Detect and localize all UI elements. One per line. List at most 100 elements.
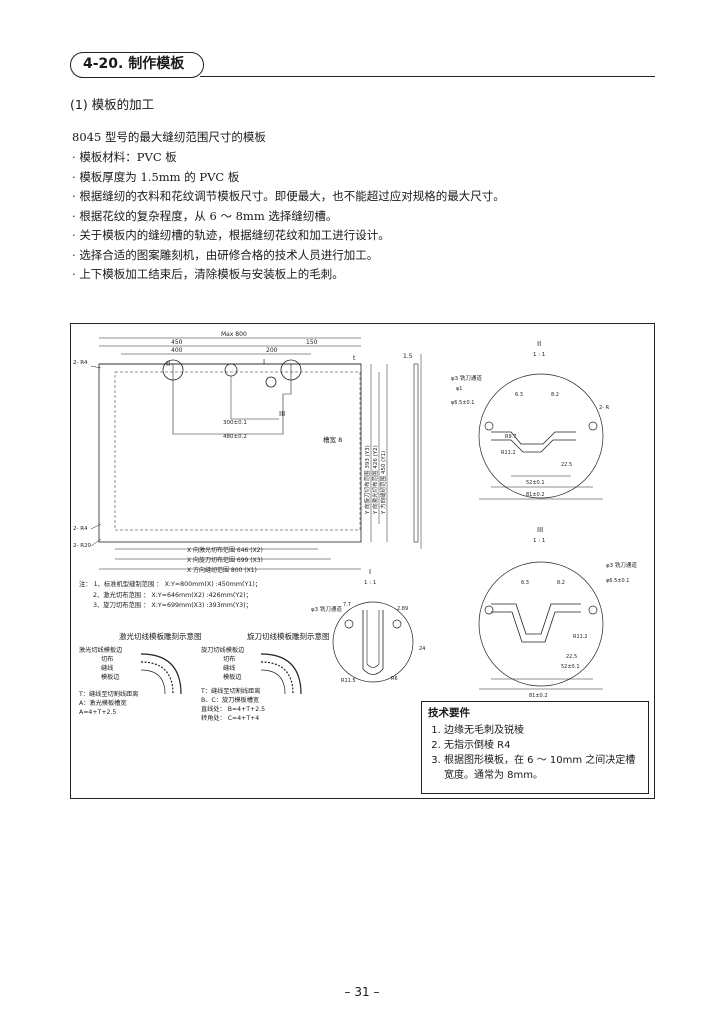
callout-III: III — [279, 410, 285, 418]
template-drawing: Max 800 450 150 400 200 t 1.5 2- R4 2- R… — [70, 323, 655, 799]
bullet-item: 根据缝纫的衣料和花纹调节模板尺寸。即便最大，也不能超过应对规格的最大尺寸。 — [72, 187, 505, 207]
view-I-label: I — [369, 568, 371, 576]
groove-label: 槽宽 8 — [323, 435, 342, 444]
dim-t: t — [353, 355, 356, 362]
bullet-item: 选择合适的图案雕刻机，由研修合格的技术人员进行加工。 — [72, 246, 505, 266]
note-line: 2、激光切布范围 ： X:Y=646mm(X2) :426mm(Y2)； — [93, 591, 252, 599]
view-II-r112: R11.2 — [501, 450, 516, 456]
detail-view-III — [478, 561, 604, 687]
note-line: 3、旋刀切布范围 ： X:Y=699mm(X3) :393mm(Y3)； — [93, 602, 252, 609]
dim-thickness: 1.5 — [403, 353, 413, 360]
view-III-label: III — [537, 526, 543, 534]
bullet-item: 根据花纹的复杂程度，从 6 ～ 8mm 选择缝纫槽。 — [72, 207, 505, 227]
view-I-r6: R6 — [391, 676, 398, 682]
schematic-label: 模板边 — [223, 674, 242, 681]
view-II-d225: 22.5 — [561, 462, 572, 468]
schematic-label: 切布 — [101, 656, 114, 663]
laser-schematic-title: 激光切线模板雕刻示意图 — [119, 632, 202, 641]
view-I-d77: 7.7 — [343, 602, 351, 608]
view-III-d52: 52±0.1 — [561, 664, 580, 670]
dim-max: Max 800 — [221, 331, 247, 338]
dim-r4-bottom: 2- R4 — [73, 526, 88, 532]
section-heading: 4-20. 制作模板 — [70, 52, 204, 78]
x-laser-range: X 向激光切布范围 646 (X2) — [187, 546, 263, 554]
view-III-d81: 81±0.2 — [529, 693, 548, 699]
y-sew-range: Y 方向缝纫范围 450 (Y1) — [379, 451, 387, 515]
dim-300: 300±0.1 — [223, 420, 247, 426]
view-III-d225: 22.5 — [566, 654, 577, 660]
schematic-label: 模板边 — [101, 674, 120, 681]
detail-view-II — [478, 373, 604, 499]
dim-480: 480±0.2 — [223, 434, 247, 440]
laser-schematic — [140, 653, 182, 695]
view-III-phi3: φ3 铣刀通道 — [606, 561, 637, 569]
view-II-phi3: φ3 铣刀通道 — [451, 374, 482, 382]
bullet-item: 上下模板加工结束后，清除模板与安装板上的毛刺。 — [72, 265, 505, 285]
view-II-d82: 8.2 — [551, 392, 559, 398]
drawing-svg: Max 800 450 150 400 200 t 1.5 2- R4 2- R… — [73, 331, 637, 699]
legend-line: 直线处： B=4+T+2.5 — [201, 706, 266, 713]
callout-II: II — [166, 360, 170, 368]
view-II-phi65: φ6.5±0.1 — [451, 400, 474, 406]
template-plate — [98, 363, 362, 543]
view-I-scale: 1 : 1 — [364, 580, 376, 586]
intro-text: 8045 型号的最大缝纫范围尺寸的模板 — [72, 130, 266, 144]
view-II-d52: 52±0.1 — [526, 480, 545, 486]
subsection-title: (1) 模板的加工 — [70, 97, 155, 112]
tech-list: 边缘无毛刺及锐棱 无指示倒棱 R4 根据图形模板，在 6 ～ 10mm 之间决定… — [428, 723, 642, 783]
view-III-d63: 6.3 — [521, 580, 529, 586]
view-I-d24: 24 — [419, 646, 425, 652]
view-III-scale: 1 : 1 — [533, 538, 545, 544]
dim-200: 200 — [266, 347, 278, 354]
view-I-d289: 2.89 — [397, 606, 408, 612]
technical-requirements-box: 技术要件 边缘无毛刺及锐棱 无指示倒棱 R4 根据图形模板，在 6 ～ 10mm… — [421, 701, 649, 794]
tech-item: 无指示倒棱 R4 — [444, 738, 642, 753]
bullet-item: 模板厚度为 1.5mm 的 PVC 板 — [72, 168, 505, 188]
dim-450: 450 — [171, 339, 183, 346]
legend-line: A=4+T+2.5 — [79, 709, 117, 716]
view-II-scale: 1 : 1 — [533, 352, 545, 358]
view-II-phi1: φ1 — [456, 386, 462, 392]
dim-r20: 2- R20 — [73, 543, 92, 549]
view-III-r112: R11.2 — [573, 634, 588, 640]
section-rule — [200, 76, 655, 77]
x-sew-range: X 方向缝纫范围 800 (X1) — [187, 566, 257, 574]
laser-schematic-labels: 激光切线模板边 切布 缝线 模板边 — [79, 646, 122, 682]
legend-line: A：激光模板槽宽 — [79, 700, 127, 707]
callout-I: I — [263, 358, 265, 366]
rotary-schematic-labels: 旋刀切线模板边 切布 缝线 模板边 — [201, 646, 244, 682]
drawing-notes: 注： 1、标准机型缝制范围 ： X:Y=800mm(X) :450mm(Y1)；… — [79, 580, 261, 612]
view-I-phi3: φ3 铣刀通道 — [311, 605, 342, 613]
view-II-r97: R9.7 — [505, 434, 516, 440]
view-II-2r: 2- R — [599, 405, 610, 411]
page-number: – 31 – — [344, 985, 380, 999]
detail-view-I — [332, 601, 414, 683]
legend-line: 转角处： C=4+T+4 — [201, 715, 260, 722]
schematic-label: 缝线 — [223, 665, 236, 672]
view-II-d81: 81±0.2 — [526, 492, 545, 498]
tech-item: 边缘无毛刺及锐棱 — [444, 723, 642, 738]
sew-area-outline — [114, 371, 361, 531]
rotary-schematic-legend: T：缝线至切割线距离 B、C：旋刀模板槽宽 直线处： B=4+T+2.5 转角处… — [201, 687, 265, 723]
view-II-label: II — [537, 340, 541, 348]
schematic-label: 激光切线模板边 — [79, 647, 123, 654]
dim-400: 400 — [171, 347, 183, 354]
laser-schematic-legend: T：缝线至切割线距离 A：激光模板槽宽 A=4+T+2.5 — [79, 690, 138, 717]
legend-line: T：缝线至切割线距离 — [201, 688, 261, 695]
schematic-label: 缝线 — [101, 665, 114, 672]
bullet-item: 模板材料：PVC 板 — [72, 148, 505, 168]
x-rotary-range: X 向旋刀切布范围 699 (X3) — [187, 556, 263, 564]
view-II-d63: 6.3 — [515, 392, 523, 398]
tech-title: 技术要件 — [428, 707, 470, 719]
view-III-phi65: φ6.5±0.1 — [606, 578, 629, 584]
y-laser-range: Y 向激光切布范围 426 (Y2) — [371, 445, 379, 515]
schematic-label: 旋刀切线模板边 — [201, 647, 245, 654]
bullet-list: 模板材料：PVC 板 模板厚度为 1.5mm 的 PVC 板 根据缝纫的衣料和花… — [72, 148, 505, 285]
y-rotary-range: Y 向旋刀切布范围 393 (Y3) — [363, 445, 371, 515]
tech-item: 根据图形模板，在 6 ～ 10mm 之间决定槽宽度。通常为 8mm。 — [444, 753, 642, 783]
view-I-r115: R11.5 — [341, 678, 356, 684]
note-line: 注： 1、标准机型缝制范围 ： X:Y=800mm(X) :450mm(Y1)； — [79, 581, 262, 588]
bullet-item: 关于模板内的缝纫槽的轨迹，根据缝纫花纹和加工进行设计。 — [72, 226, 505, 246]
rotary-schematic — [260, 653, 302, 695]
legend-line: B、C：旋刀模板槽宽 — [201, 697, 260, 704]
